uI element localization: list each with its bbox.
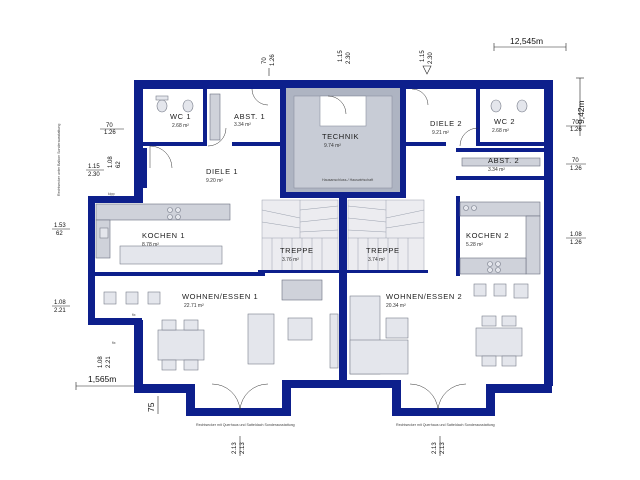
dim-right-3-a: 1.08 xyxy=(570,232,582,238)
kitchen-tag: kipp xyxy=(108,192,115,196)
room-wohnen2-area: 20.34 m² xyxy=(386,303,406,309)
wc1-fixtures xyxy=(155,95,194,113)
dimensions-left: 70 1.26 1.15 2.30 1.08 62 1.53 62 1.08 2… xyxy=(52,123,136,390)
living1-furniture xyxy=(103,279,339,371)
kitchen1-furniture xyxy=(95,203,231,265)
dim-top-1-b: 1.26 xyxy=(270,54,276,66)
dim-left-3-b: 62 xyxy=(56,231,63,237)
dim-right-3-b: 1.26 xyxy=(570,240,582,246)
dim-left-2-b: 2.30 xyxy=(88,172,100,178)
dim-bottom-1-b: 2.13 xyxy=(240,442,246,454)
dim-bottom-2-b: 2.13 xyxy=(440,442,446,454)
room-diele1-area: 9.20 m² xyxy=(206,178,223,184)
outer-walls xyxy=(88,80,553,416)
dim-left-2b-b: 62 xyxy=(116,161,122,168)
technik-room xyxy=(286,88,400,192)
dimensions-bottom: 75 Rechtsecker mit Querhaus und Sattelda… xyxy=(146,396,495,456)
room-kochen1-name: KOCHEN 1 xyxy=(142,231,185,240)
dim-right-2-a: 70 xyxy=(572,158,579,164)
room-wc2-name: WC 2 xyxy=(494,117,515,126)
dim-right-1-b: 1.26 xyxy=(570,127,582,133)
dim-bottom-left: 75 xyxy=(146,402,156,412)
fix-label-2: fix xyxy=(112,341,116,345)
doors xyxy=(149,88,479,411)
room-treppe1-area: 3.76 m² xyxy=(282,257,299,263)
dim-left-1-b: 1.26 xyxy=(104,130,116,136)
room-wohnen2-name: WOHNEN/ESSEN 2 xyxy=(386,292,462,301)
dim-left-5-a: 1.08 xyxy=(98,356,104,368)
dim-top-2-a: 1.15 xyxy=(338,50,344,62)
dim-top-3-b: 2.30 xyxy=(428,52,434,64)
technik-note: Hausanschluss-/ Hauswirtschaft xyxy=(322,178,373,182)
dim-left-2b-a: 1.08 xyxy=(108,156,114,168)
room-kochen1-area: 8.78 m² xyxy=(142,242,159,248)
room-abst2-name: ABST. 2 xyxy=(488,156,519,165)
room-technik-name: TECHNIK xyxy=(322,132,359,141)
room-treppe1-name: TREPPE xyxy=(280,246,314,255)
room-wohnen1-area: 22.71 m² xyxy=(184,303,204,309)
dim-overall-depth: 9,42m xyxy=(576,100,586,124)
room-wc1-area: 2.68 m² xyxy=(172,123,189,129)
room-abst1-area: 3.34 m² xyxy=(234,122,251,128)
bottom-note-1: Rechtsecker mit Querhaus und Satteldach … xyxy=(196,423,295,427)
room-diele2-name: DIELE 2 xyxy=(430,119,462,128)
dim-top-2-b: 2.30 xyxy=(346,52,352,64)
wc2-fixtures xyxy=(490,99,528,113)
dim-bottom-1-a: 2.13 xyxy=(232,442,238,454)
dim-bottom-2-a: 2.13 xyxy=(432,442,438,454)
room-diele1-name: DIELE 1 xyxy=(206,167,238,176)
dim-left-2-a: 1.15 xyxy=(88,164,100,170)
room-treppe2-area: 3.74 m² xyxy=(368,257,385,263)
room-abst2-area: 3.34 m² xyxy=(488,167,505,173)
room-wohnen1-name: WOHNEN/ESSEN 1 xyxy=(182,292,258,301)
room-abst1-name: ABST. 1 xyxy=(234,112,265,121)
dim-overall-width: 12,545m xyxy=(510,36,543,46)
dim-top-1-a: 70 xyxy=(262,57,268,64)
dim-left-4-a: 1.08 xyxy=(54,300,66,306)
stairs-2 xyxy=(347,199,425,273)
room-kochen2-name: KOCHEN 2 xyxy=(466,231,509,240)
abst1-shelf xyxy=(209,93,221,141)
dim-right-2-b: 1.26 xyxy=(570,166,582,172)
inner-walls xyxy=(95,88,544,276)
kitchen2-furniture xyxy=(459,201,541,275)
bottom-note-2: Rechtsecker mit Querhaus und Satteldach … xyxy=(396,423,495,427)
dim-top-3-a: 1.15 xyxy=(420,50,426,62)
room-wc2-area: 2.68 m² xyxy=(492,128,509,134)
dimensions-top: 70 1.26 1.15 2.30 1.15 2.30 12,545m 9,42… xyxy=(262,36,586,136)
dimensions-right: 70 1.26 70 1.26 1.08 1.26 xyxy=(566,120,586,246)
stairs-1 xyxy=(261,199,339,273)
room-treppe2-name: TREPPE xyxy=(366,246,400,255)
room-wc1-name: WC 1 xyxy=(170,112,191,121)
fix-label-1: fix xyxy=(132,313,136,317)
dim-left-4-b: 2.21 xyxy=(54,308,66,314)
room-technik-area: 9.74 m² xyxy=(324,143,341,149)
living2-furniture xyxy=(349,283,529,375)
dim-left-5-b: 2.21 xyxy=(106,356,112,368)
room-diele2-area: 9.21 m² xyxy=(432,130,449,136)
dim-left-offset: 1,565m xyxy=(88,374,116,384)
dim-left-1-a: 70 xyxy=(106,123,113,129)
left-side-note: Rechtsecker unter Balkon Sonderausstattu… xyxy=(57,124,61,196)
dim-left-3-a: 1.53 xyxy=(54,223,66,229)
dim-right-1-a: 70 xyxy=(572,120,579,126)
abst2-shelf xyxy=(461,157,541,167)
room-kochen2-area: 5.28 m² xyxy=(466,242,483,248)
